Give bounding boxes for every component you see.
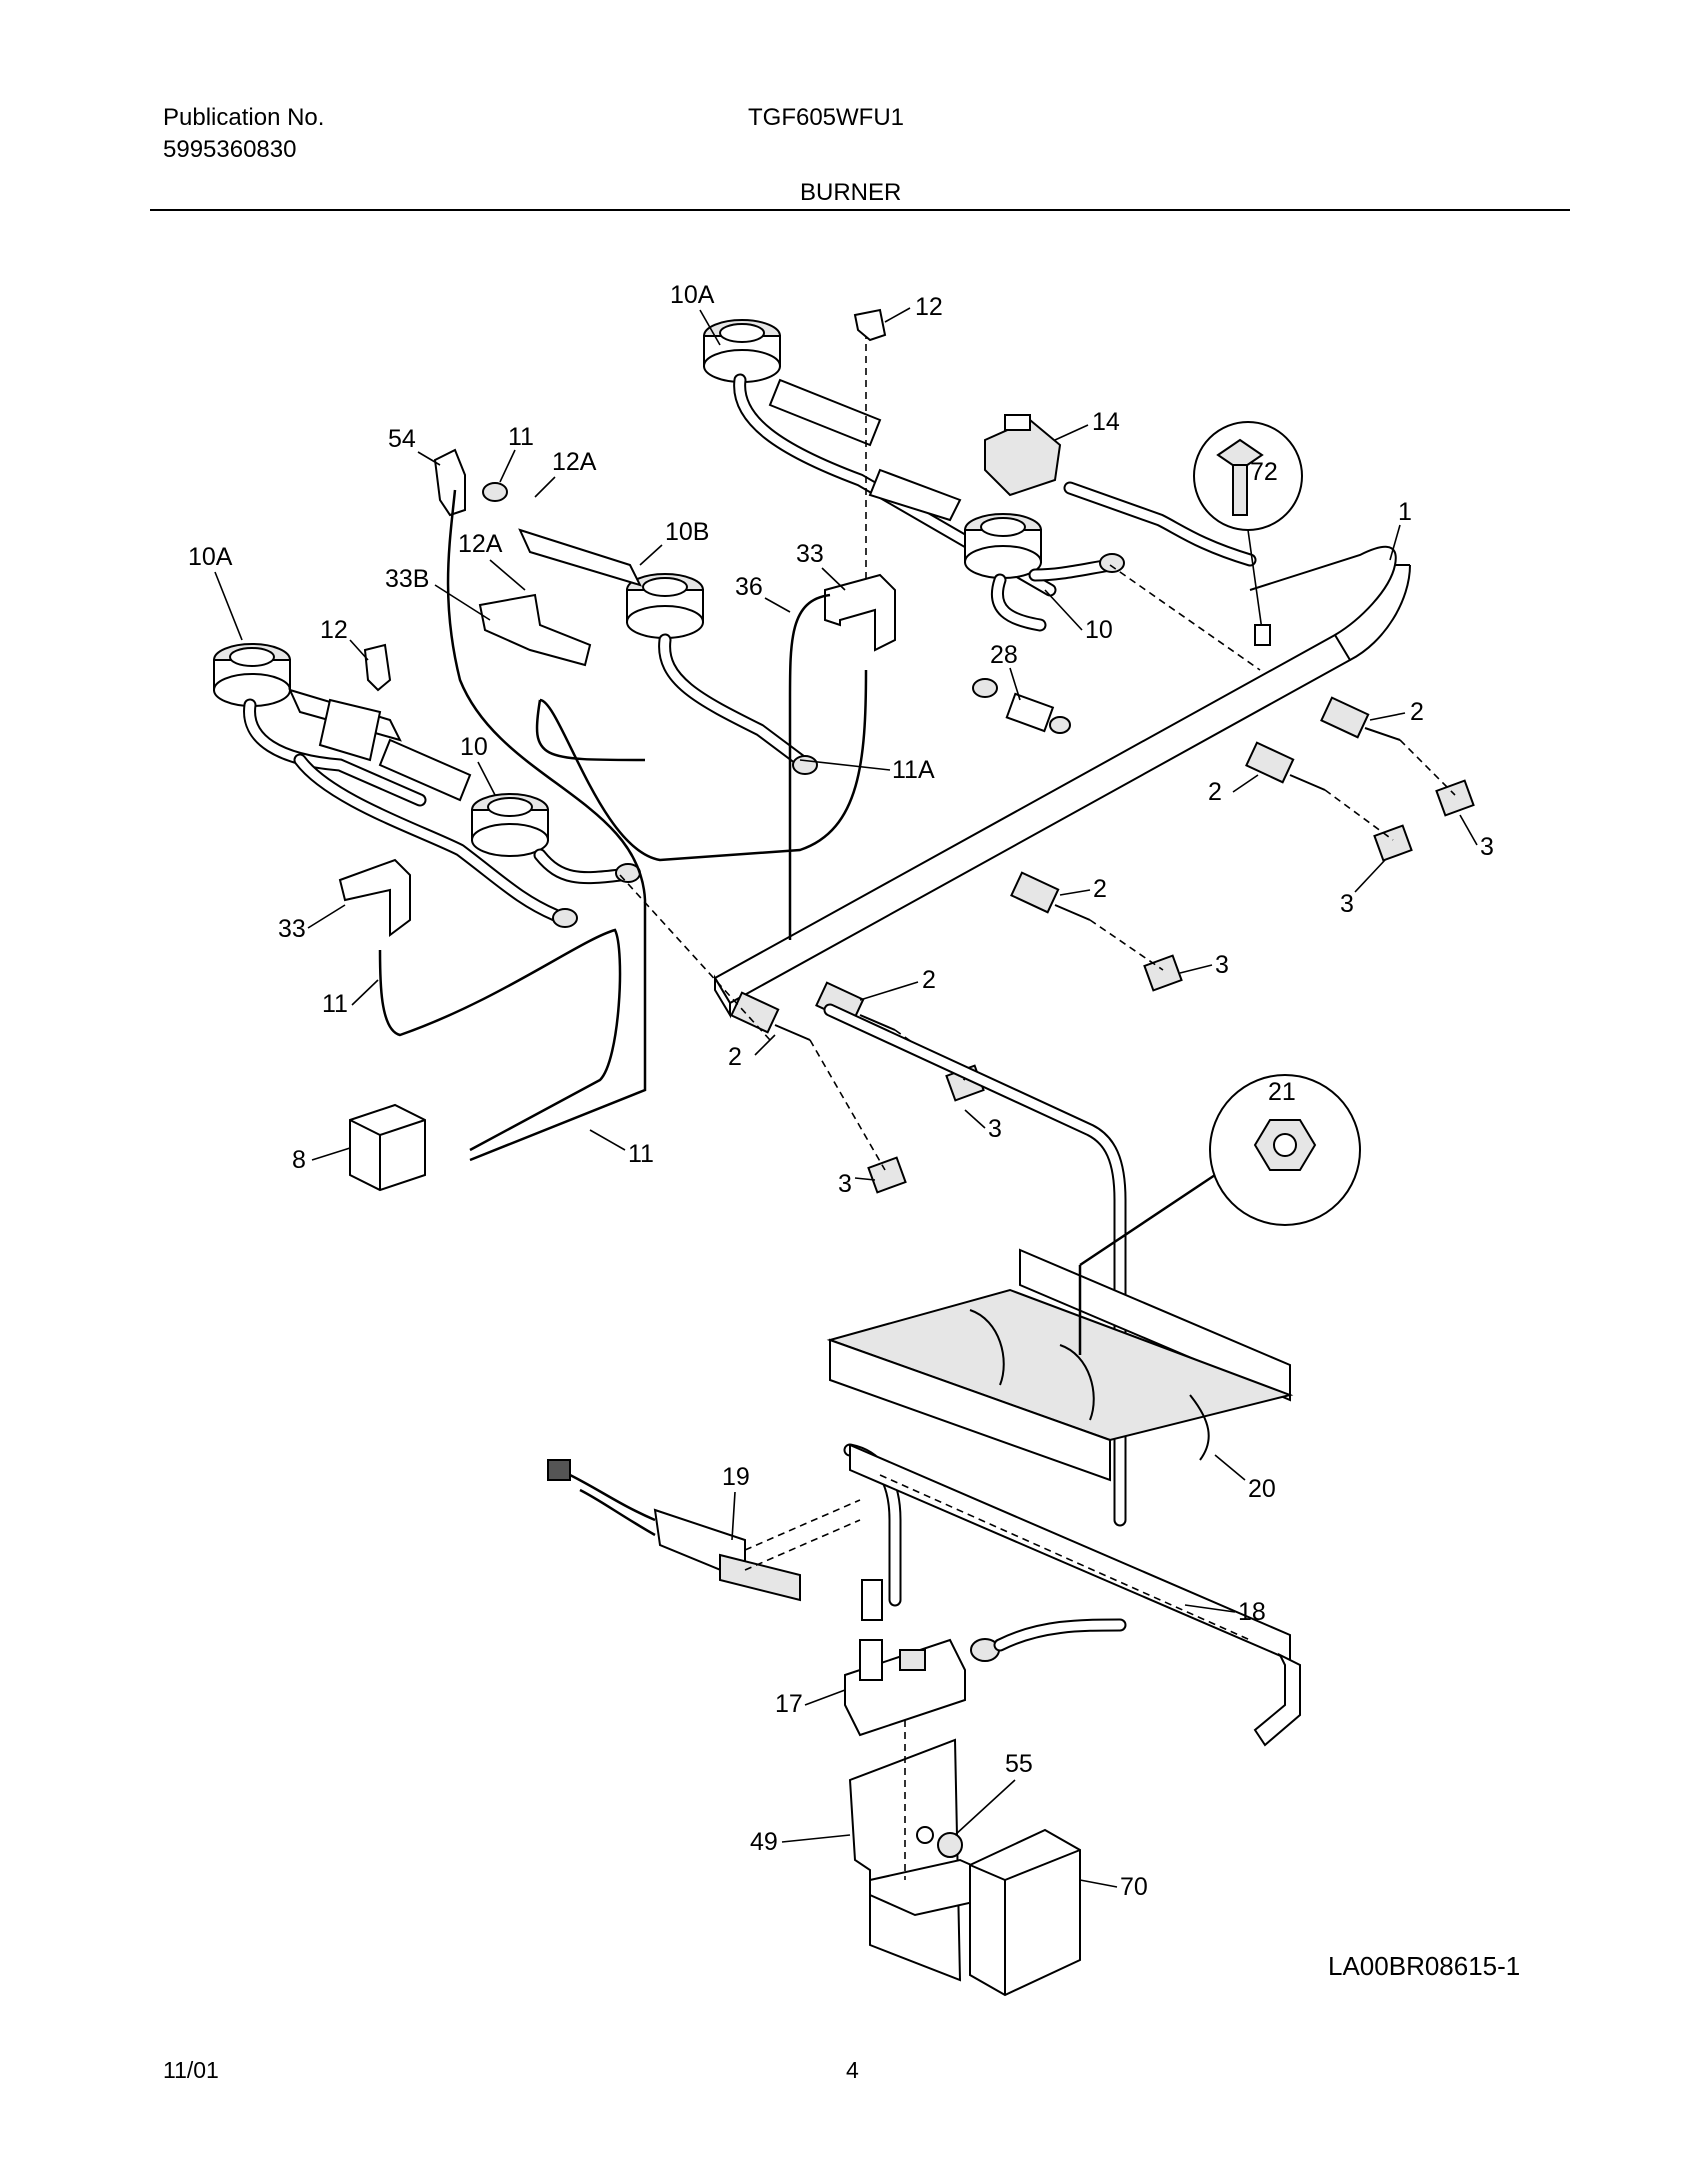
callout-33-right: 33 bbox=[796, 540, 824, 568]
valve-2-c bbox=[1010, 871, 1091, 921]
clip-12-top bbox=[853, 308, 887, 342]
callout-18: 18 bbox=[1238, 1598, 1266, 1626]
burner-10A-left bbox=[213, 643, 427, 807]
callout-33B: 33B bbox=[385, 565, 429, 593]
page-number: 4 bbox=[846, 2057, 859, 2083]
valve-2-a bbox=[730, 991, 811, 1041]
wire-11-main bbox=[446, 489, 647, 1162]
burner-10-left bbox=[293, 738, 641, 928]
orifice-28 bbox=[972, 678, 1071, 734]
callout-10A-left: 10A bbox=[188, 543, 233, 571]
callout-54: 54 bbox=[388, 425, 416, 453]
wire-11-left bbox=[378, 928, 622, 1152]
model-number: TGF605WFU1 bbox=[748, 104, 905, 131]
manifold-pipe bbox=[713, 545, 1411, 1019]
callout-12A-top: 12A bbox=[552, 448, 597, 476]
section-title: BURNER bbox=[800, 179, 902, 206]
callout-2-e: 2 bbox=[1410, 698, 1424, 726]
callout-36: 36 bbox=[735, 573, 763, 601]
valve-2-e bbox=[1320, 696, 1401, 741]
ignition-module-8 bbox=[349, 1103, 426, 1192]
magnifier-72 bbox=[1193, 421, 1303, 531]
bezel-3-e bbox=[1435, 779, 1475, 817]
header-rule bbox=[150, 209, 1570, 211]
callout-2-a: 2 bbox=[728, 1043, 742, 1071]
callout-14: 14 bbox=[1092, 408, 1120, 436]
valve-2-d bbox=[1245, 741, 1326, 791]
callout-17: 17 bbox=[775, 1690, 803, 1718]
clip-12-left bbox=[363, 643, 392, 692]
callout-3-b: 3 bbox=[988, 1115, 1002, 1143]
callout-3-a: 3 bbox=[838, 1170, 852, 1198]
callouts: 10A 12 14 72 1 54 11 12A 12A 10B 33B 10A… bbox=[188, 281, 1494, 1901]
callout-21: 21 bbox=[1268, 1078, 1296, 1106]
callout-55: 55 bbox=[1005, 1750, 1033, 1778]
callout-33-left: 33 bbox=[278, 915, 306, 943]
callout-2-d: 2 bbox=[1208, 778, 1222, 806]
callout-28: 28 bbox=[990, 641, 1018, 669]
callout-10A-right: 10A bbox=[670, 281, 715, 309]
burner-10-right bbox=[868, 468, 1125, 632]
pressure-regulator bbox=[984, 414, 1257, 567]
callout-72: 72 bbox=[1250, 458, 1278, 486]
callout-70: 70 bbox=[1120, 1873, 1148, 1901]
bezel-3-a bbox=[867, 1156, 907, 1194]
callout-19: 19 bbox=[722, 1463, 750, 1491]
callout-3-d: 3 bbox=[1340, 890, 1354, 918]
bracket-33-right bbox=[824, 573, 896, 652]
box-70 bbox=[969, 1828, 1081, 1997]
footer-date: 11/01 bbox=[163, 2057, 219, 2083]
bracket-54 bbox=[433, 448, 508, 517]
callout-8: 8 bbox=[292, 1146, 306, 1174]
magnifier-21 bbox=[1209, 1074, 1361, 1226]
callout-10B: 10B bbox=[665, 518, 709, 546]
bezel-3-d bbox=[1373, 824, 1413, 862]
callout-12-left: 12 bbox=[320, 616, 348, 644]
bracket-33B bbox=[478, 593, 592, 667]
callout-12A-mid: 12A bbox=[458, 530, 503, 558]
callout-11-left: 11 bbox=[322, 990, 348, 1018]
callout-3-e: 3 bbox=[1480, 833, 1494, 861]
callout-10-left: 10 bbox=[460, 733, 488, 761]
callout-11A: 11A bbox=[892, 756, 935, 784]
callout-49: 49 bbox=[750, 1828, 778, 1856]
drawing-id: LA00BR08615-1 bbox=[1328, 1951, 1520, 1981]
wire-11A bbox=[539, 669, 868, 862]
callout-12-top: 12 bbox=[915, 293, 943, 321]
clip-55 bbox=[937, 1832, 963, 1858]
burner-10B bbox=[518, 528, 818, 775]
oven-burner-18 bbox=[843, 1443, 1301, 1747]
callout-10-right: 10 bbox=[1085, 616, 1113, 644]
tube-36 bbox=[788, 593, 831, 940]
publication-label: Publication No. bbox=[163, 104, 325, 131]
callout-2-c: 2 bbox=[1093, 875, 1107, 903]
callout-20: 20 bbox=[1248, 1475, 1276, 1503]
oven-baffle-20 bbox=[826, 1248, 1294, 1482]
publication-number: 5995360830 bbox=[163, 136, 297, 163]
burner-10A-right bbox=[703, 319, 1057, 597]
bracket-33-left bbox=[338, 858, 411, 937]
callout-1: 1 bbox=[1398, 498, 1412, 526]
callout-11-bottom: 11 bbox=[628, 1140, 654, 1168]
oven-igniter-19 bbox=[547, 1459, 801, 1602]
callout-3-c: 3 bbox=[1215, 951, 1229, 979]
callout-2-b: 2 bbox=[922, 966, 936, 994]
safety-valve-17 bbox=[844, 1579, 1127, 1737]
callout-11-top: 11 bbox=[508, 423, 534, 451]
